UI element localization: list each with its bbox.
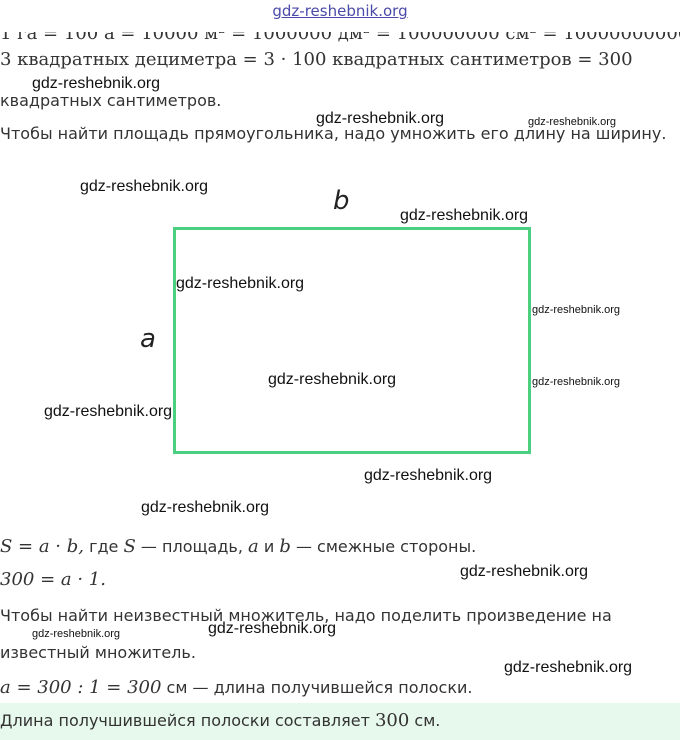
watermark: gdz-reshebnik.org bbox=[316, 110, 445, 127]
answer-line: Длина получшившейся полоски составляет 3… bbox=[0, 710, 440, 731]
watermark: gdz-reshebnik.org bbox=[32, 628, 121, 640]
solution-text: см — длина получившейся полоски. bbox=[161, 678, 473, 697]
formula-text-2: — площадь, bbox=[135, 537, 249, 556]
site-watermark-link[interactable]: gdz-reshebnik.org bbox=[272, 2, 408, 20]
formula-var-b: b bbox=[279, 536, 291, 557]
formula-line: S = a · b, где S — площадь, a и b — смеж… bbox=[0, 536, 476, 557]
solution-line: a = 300 : 1 = 300 см — длина получившейс… bbox=[0, 677, 472, 698]
formula-var-s: S bbox=[123, 536, 136, 557]
watermark: gdz-reshebnik.org bbox=[176, 275, 305, 292]
watermark: gdz-reshebnik.org bbox=[528, 116, 617, 128]
solution-math: a = 300 : 1 = 300 bbox=[0, 677, 162, 698]
answer-highlight bbox=[0, 703, 680, 740]
watermark: gdz-reshebnik.org bbox=[400, 207, 529, 224]
watermark: gdz-reshebnik.org bbox=[460, 563, 589, 580]
formula-text-3: и bbox=[258, 537, 280, 556]
watermark: gdz-reshebnik.org bbox=[208, 620, 337, 637]
watermark: gdz-reshebnik.org bbox=[32, 75, 161, 92]
watermark: gdz-reshebnik.org bbox=[532, 304, 621, 316]
text-line-1: 3 квадратных дециметра = 3 · 100 квадрат… bbox=[0, 49, 633, 70]
equation-line: 300 = a · 1. bbox=[0, 569, 106, 590]
answer-text: Длина получшившейся полоски составляет bbox=[0, 711, 375, 730]
conversion-line-clipped: 1 га = 100 а = 10000 м² = 1000000 дм² = … bbox=[0, 32, 680, 43]
side-label-a: a bbox=[140, 324, 156, 354]
equation-math: 300 = a · 1. bbox=[0, 569, 106, 590]
formula-text-1: где bbox=[84, 537, 124, 556]
side-label-b: b bbox=[333, 186, 350, 216]
watermark: gdz-reshebnik.org bbox=[141, 499, 270, 516]
watermark: gdz-reshebnik.org bbox=[268, 371, 397, 388]
rule-factor-line-2: известный множитель. bbox=[0, 643, 196, 662]
rule-factor-line-1: Чтобы найти неизвестный множитель, надо … bbox=[0, 606, 612, 625]
answer-value: 300 bbox=[374, 710, 410, 731]
rectangle-diagram bbox=[173, 227, 531, 454]
formula-var-a: a bbox=[248, 536, 259, 557]
rule-area-text: Чтобы найти площадь прямоугольника, надо… bbox=[0, 124, 667, 143]
watermark: gdz-reshebnik.org bbox=[532, 376, 621, 388]
watermark: gdz-reshebnik.org bbox=[504, 659, 633, 676]
formula-math: S = a · b, bbox=[0, 536, 84, 557]
formula-text-4: — смежные стороны. bbox=[290, 537, 477, 556]
text-line-2: квадратных сантиметров. bbox=[0, 91, 222, 110]
answer-unit: см. bbox=[409, 711, 441, 730]
watermark: gdz-reshebnik.org bbox=[44, 403, 173, 420]
line1-text: 3 квадратных дециметра = 3 · 100 квадрат… bbox=[0, 49, 633, 70]
conversion-text: 1 га = 100 а = 10000 м² = 1000000 дм² = … bbox=[0, 32, 680, 43]
watermark: gdz-reshebnik.org bbox=[364, 467, 493, 484]
watermark: gdz-reshebnik.org bbox=[80, 178, 209, 195]
